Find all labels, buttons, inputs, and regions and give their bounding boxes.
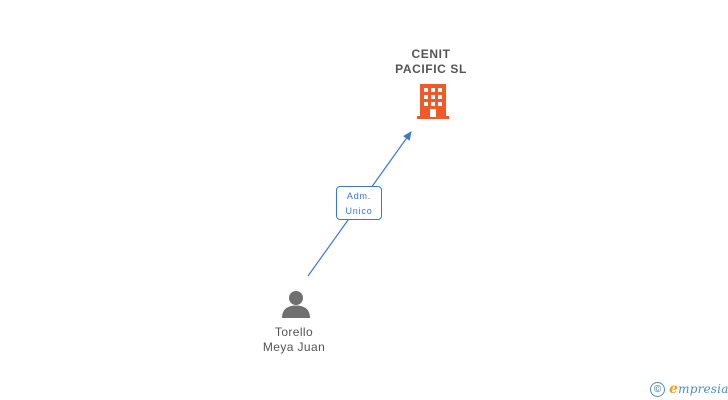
copyright-icon: © <box>650 381 665 397</box>
company-name[interactable]: CENIT PACIFIC SL <box>378 47 484 77</box>
brand-footer: © empresia <box>650 380 728 398</box>
person-name-line1: Torello <box>274 325 314 339</box>
role-line2: Unico <box>345 206 373 216</box>
company-name-line2: PACIFIC SL <box>395 62 467 76</box>
brand-logo-initial: e <box>669 381 679 397</box>
role-badge[interactable]: Adm. Unico <box>336 186 382 220</box>
person-icon[interactable] <box>282 290 310 318</box>
company-name-line1: CENIT <box>411 47 451 61</box>
person-name-line2: Meya Juan <box>262 340 326 354</box>
person-name[interactable]: Torello Meya Juan <box>244 325 344 355</box>
building-icon[interactable] <box>417 84 449 120</box>
brand-logo-rest: mpresia <box>678 382 728 396</box>
role-line1: Adm. <box>346 191 372 201</box>
brand-logo: empresia <box>669 381 728 397</box>
